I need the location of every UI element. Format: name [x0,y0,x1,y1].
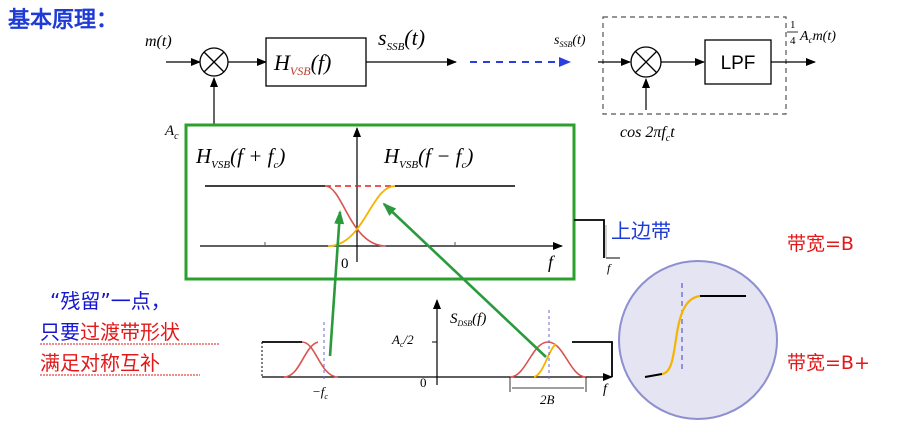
inset-zero: 0 [341,256,349,272]
note-line-3: 满足对称互补 [40,351,160,375]
vsb-inset: HVSB(f + fc) HVSB(f − fc) 0 f [184,123,576,281]
spectrum-zero: 0 [420,375,427,390]
magnifier-yellow-curve [661,294,701,376]
usb-f-label: f [607,261,612,275]
multiplier-icon [199,47,229,77]
output-frac-num: 1 [790,19,796,31]
lpf-block [704,39,772,85]
bandwidth-B-plus: 带宽=B+ [787,352,870,374]
bw-label: 2B [540,392,555,407]
right-band-flat [572,341,613,377]
inset-right-label: HVSB(f − fc) [383,144,473,171]
upper-sideband-label: 上边带 [611,219,671,243]
right-band-red-curve [509,341,587,378]
demodulator: sSSB(t) cos 2πfct LPF 1 4 Acm(t) [554,16,836,144]
oscillator-label: cos 2πfct [620,124,675,144]
modulator: m(t) Ac HVSB(f) sSSB(t) [145,25,457,142]
lpf-label: LPF [721,53,756,74]
usb-edge [574,219,605,258]
left-band-red-curve [301,341,339,378]
vsb-filter-label: HVSB(f) [273,50,331,78]
magnifier-flat-bottom [644,373,663,378]
ssb-output-label: sSSB(t) [378,25,425,53]
magnifier-circle [618,260,778,420]
output-frac-den: 4 [790,35,796,47]
inset-left-label: HVSB(f + fc) [195,144,285,171]
right-band-yellow-curve [533,343,557,378]
carrier-label: Ac [164,123,179,142]
left-band-red-curve-2 [283,341,319,378]
level-label: Ac/2 [391,332,414,349]
spectrum-f: f [603,382,609,397]
residual-note: “残留”一点， 只要过渡带形状 满足对称互补 [40,289,220,376]
inset-border [184,123,576,281]
output-label: Acm(t) [799,29,836,45]
page-title: 基本原理： [8,8,118,33]
demod-dashed-box [602,16,787,115]
demod-multiplier-icon [630,46,662,78]
neg-fc-label: −fc [312,384,328,401]
upper-sideband-fragment: 上边带 f [574,219,671,275]
inset-f: f [548,252,556,272]
input-label: m(t) [145,33,172,50]
spectrum-label: SDSB(f) [450,311,486,328]
left-red-transition [324,185,387,247]
green-arrow-left [328,210,345,357]
green-arrow-right [382,202,547,358]
dsb-spectrum: SDSB(f) Ac/2 0 f −fc 2B [261,299,613,407]
note-line-2: 只要过渡带形状 [40,320,180,344]
demod-input-label: sSSB(t) [554,33,586,49]
bandwidth-B: 带宽=B [787,233,854,255]
note-line-1: “残留”一点， [50,289,171,313]
